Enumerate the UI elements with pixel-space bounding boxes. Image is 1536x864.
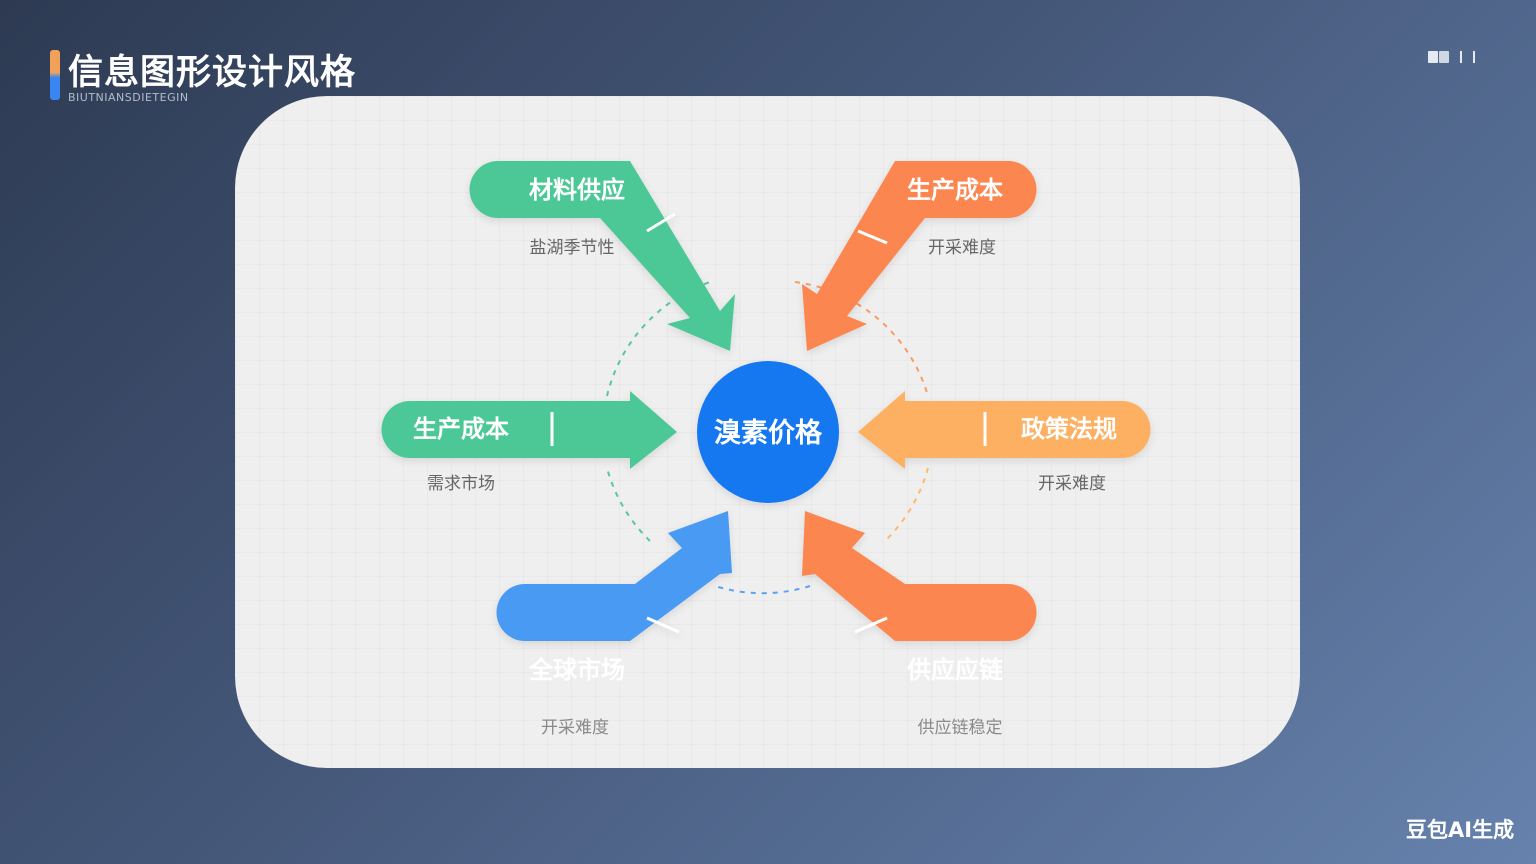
node-sublabel-mid-left: 需求市场 <box>427 474 495 494</box>
node-label-mid-left: 生产成本 <box>413 415 509 443</box>
arrow-bottom-left <box>496 511 732 641</box>
node-label-top-right: 生产成本 <box>907 176 1003 204</box>
diagram-card: 溴素价格 材料供应 生产成本 生产成本 政策法规 全球市场 供应应链 盐湖季节性… <box>235 96 1300 768</box>
orbit-ring <box>606 281 929 595</box>
node-sublabel-bottom-left: 开采难度 <box>541 718 609 738</box>
node-label-top-left: 材料供应 <box>529 176 625 204</box>
node-sublabel-top-right: 开采难度 <box>928 238 996 258</box>
influence-diagram: 溴素价格 材料供应 生产成本 生产成本 政策法规 全球市场 供应应链 盐湖季节性… <box>381 161 1151 738</box>
pagination-icon <box>1428 51 1475 63</box>
center-label: 溴素价格 <box>714 418 823 449</box>
title-accent-bar <box>50 50 60 100</box>
node-label-bottom-right: 供应应链 <box>906 656 1004 684</box>
node-sublabel-top-left: 盐湖季节性 <box>530 238 615 258</box>
node-label-bottom-left: 全球市场 <box>528 656 625 684</box>
page-title: 信息图形设计风格 <box>68 53 357 93</box>
center-node: 溴素价格 <box>697 361 839 503</box>
arrow-mid-right <box>858 391 1151 469</box>
page-subtitle: BIUTNIANSDIETEGIN <box>68 91 189 104</box>
arrow-top-right <box>802 161 1037 351</box>
arrow-bottom-right <box>802 511 1037 641</box>
ai-watermark: 豆包AI生成 <box>1406 818 1515 842</box>
arrow-top-left <box>469 161 735 351</box>
arrow-mid-left <box>381 391 677 469</box>
node-label-mid-right: 政策法规 <box>1021 415 1117 443</box>
node-sublabel-bottom-right: 供应链稳定 <box>918 718 1003 738</box>
node-sublabel-mid-right: 开采难度 <box>1038 474 1106 494</box>
